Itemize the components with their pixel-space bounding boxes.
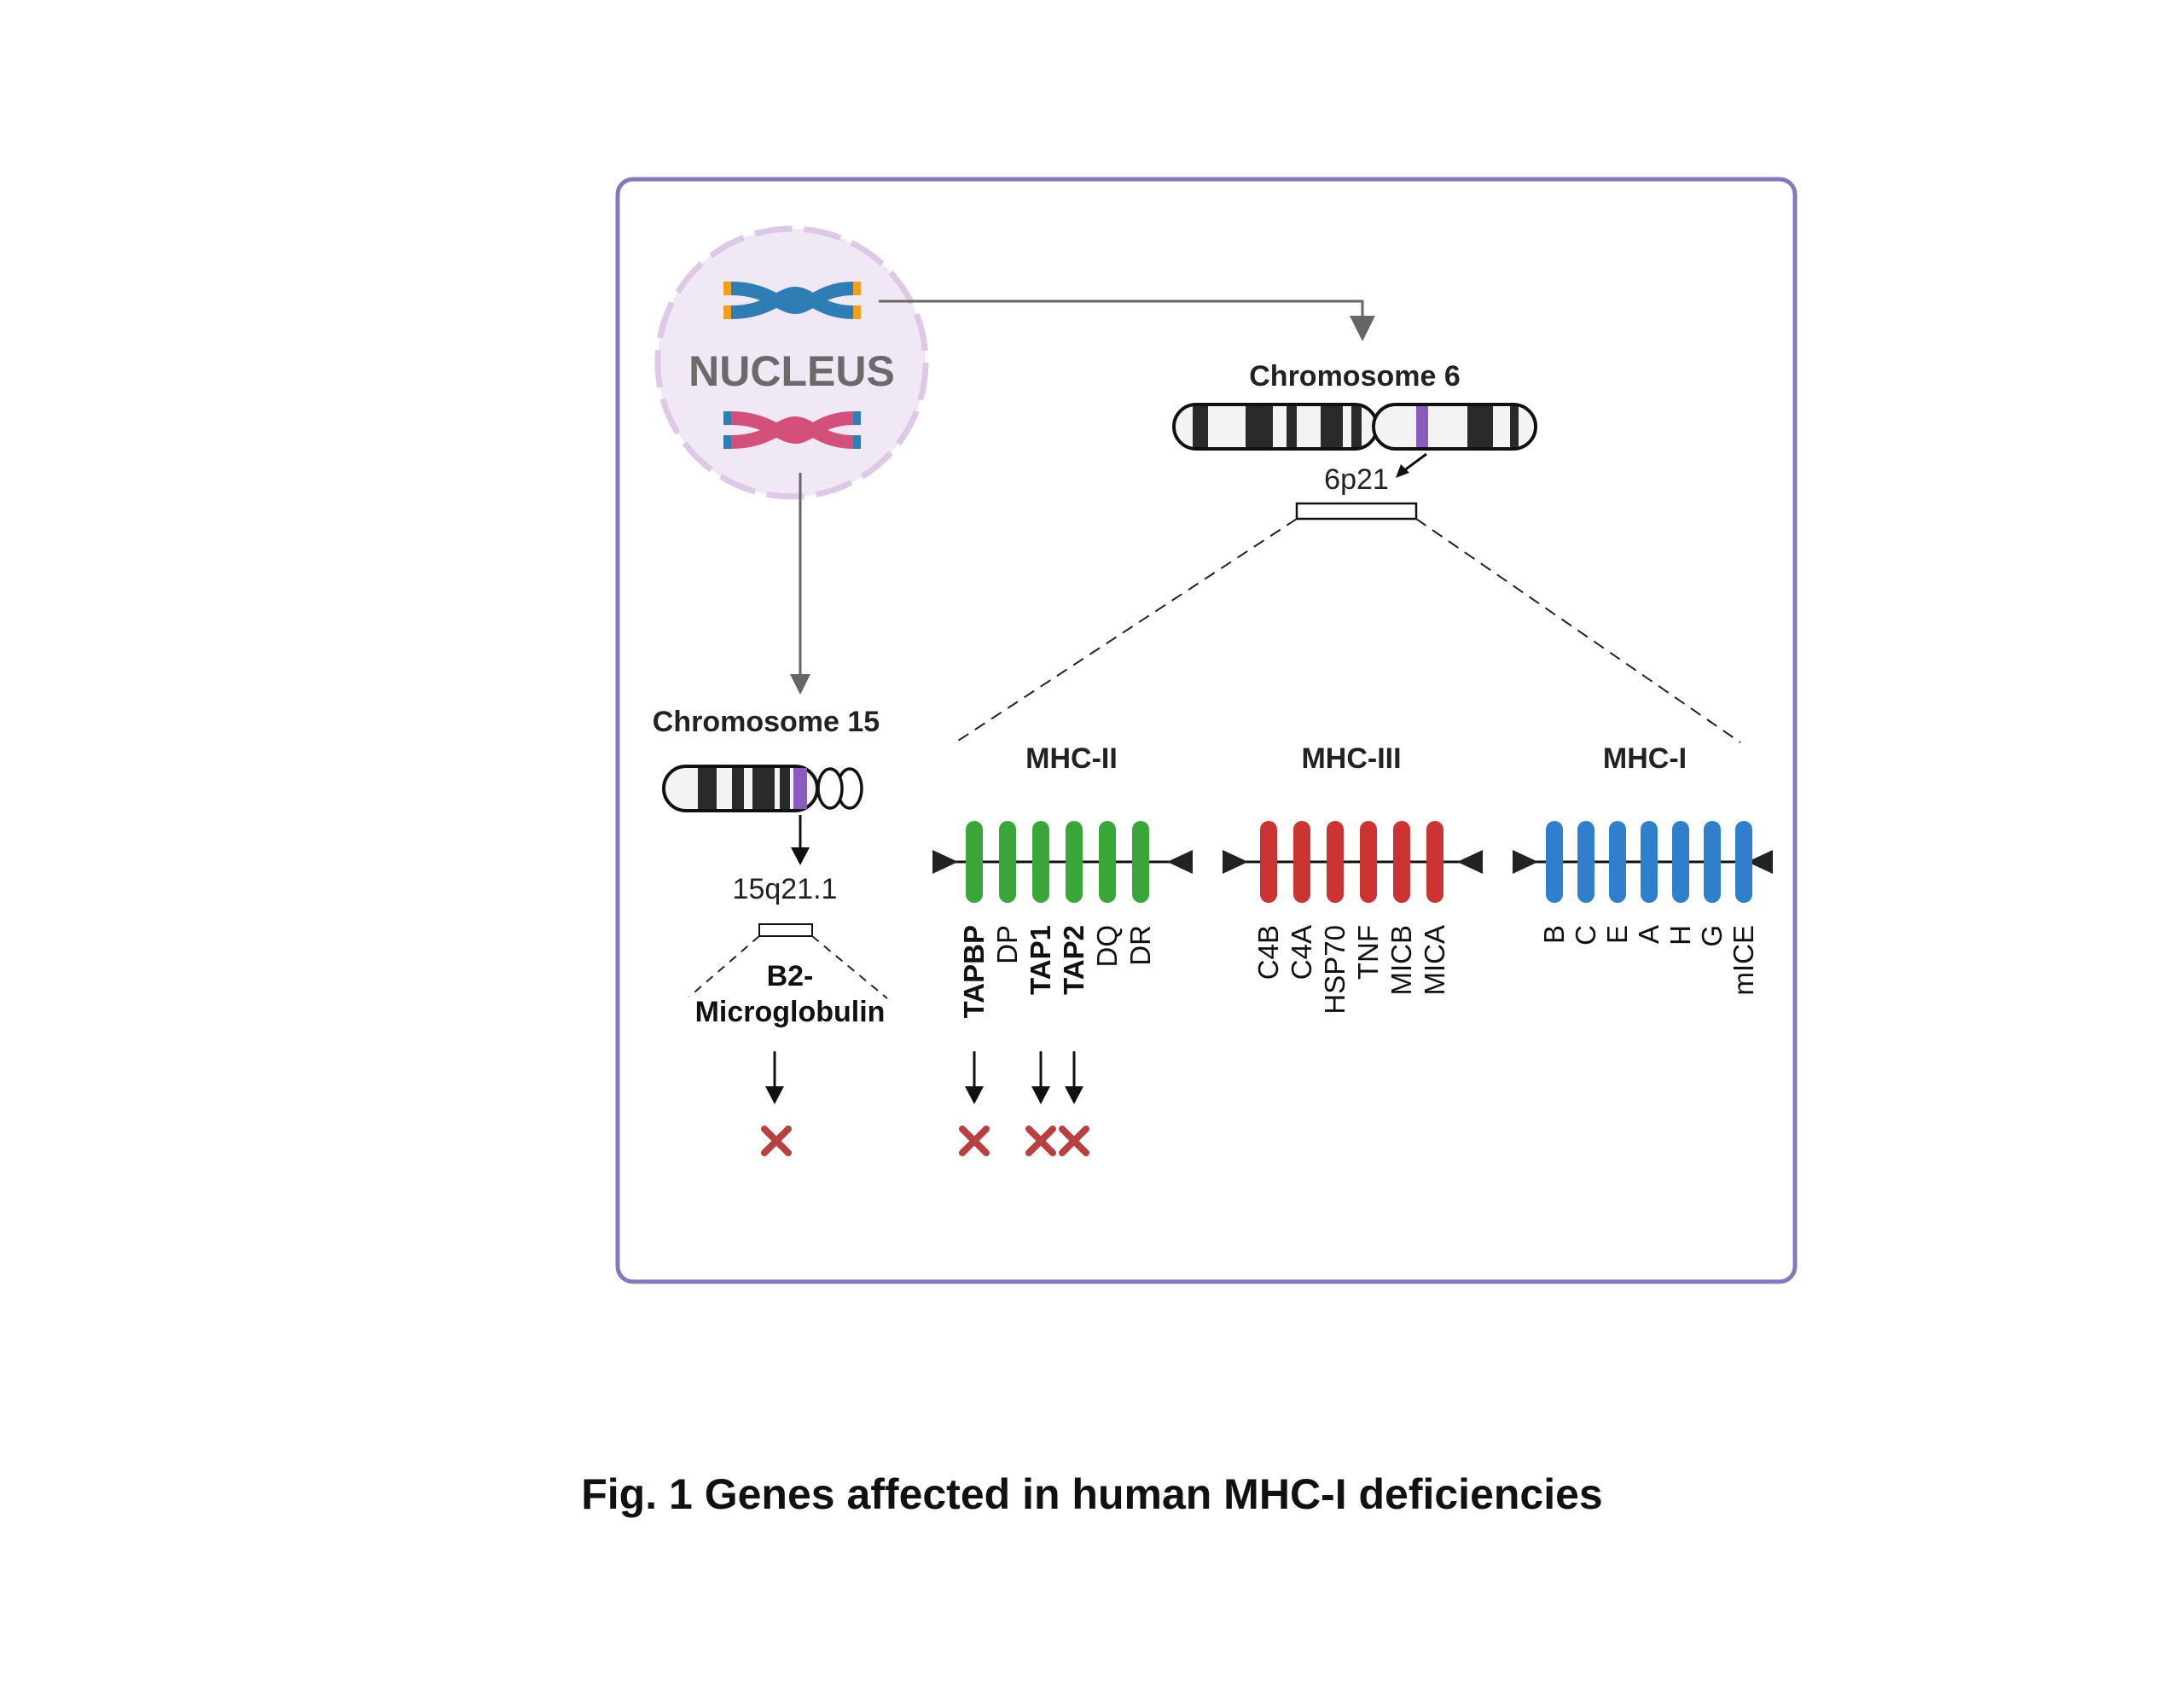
mhc1-gene-label: H (1664, 925, 1696, 946)
mhc3-gene-bar (1360, 821, 1377, 903)
mhc1-gene-bar (1609, 821, 1626, 903)
mhc1-right-arrow-icon (1747, 850, 1773, 874)
chromosome6-locus: 6p21 (1324, 463, 1389, 496)
mhc2-gene-bar (966, 821, 983, 903)
pink-chromosome-icon (723, 411, 861, 449)
mhc2-gene-bar (1132, 821, 1149, 903)
chromosome15-locus: 15q21.1 (733, 873, 838, 905)
mhc2-gene-bar (1066, 821, 1083, 903)
zoom-line-left (955, 518, 1298, 743)
zoom-line-right (1415, 518, 1741, 743)
mhc1-gene-bar (1546, 821, 1563, 903)
locus-15q-arrow-icon (791, 815, 810, 865)
diagram-frame (615, 177, 1798, 1284)
mhc3-right-arrow-icon (1457, 850, 1483, 874)
b2m-arrow-icon (765, 1051, 784, 1104)
mhc1-gene-label: G (1696, 925, 1728, 947)
mhc1-gene-bar (1704, 821, 1721, 903)
mhc2-gene-label: DP (991, 925, 1023, 964)
nucleus-label: NUCLEUS (688, 347, 895, 395)
mhc2-title: MHC-II (1025, 742, 1118, 775)
mhc2-gene-label: TAP2 (1058, 925, 1089, 995)
mhc3-gene-label: C4A (1286, 925, 1317, 980)
mhc1-gene-label: mICE (1728, 925, 1759, 996)
cross-icon (1025, 1126, 1056, 1156)
mhc1-gene-label: C (1570, 925, 1601, 946)
chromosome15-title: Chromosome 15 (653, 706, 880, 738)
b2m-label-line1: B2- (767, 960, 814, 992)
mhc1-gene-bar (1577, 821, 1594, 903)
affected-arrow-icon (1031, 1051, 1050, 1104)
mhc2-gene-bar (999, 821, 1016, 903)
mhc3-gene-label: C4B (1252, 925, 1284, 980)
mhc1-left-arrow-icon (1513, 850, 1538, 874)
nucleus: NUCLEUS (654, 225, 929, 500)
mhc2-gene-label: TAP1 (1025, 925, 1056, 995)
arrow-to-chromosome15 (790, 473, 810, 695)
mhc2-gene-label: DQ (1091, 925, 1123, 968)
mhc1-gene-label: A (1633, 925, 1664, 944)
mhc3-left-arrow-icon (1223, 850, 1248, 874)
mhc1-gene-bar (1641, 821, 1658, 903)
mhc3-title: MHC-III (1301, 742, 1401, 775)
mhc3-gene-label: MICA (1419, 925, 1450, 996)
mhc1-gene-label: B (1538, 925, 1570, 944)
affected-arrow-icon (1065, 1051, 1083, 1104)
b2m-label-line2: Microglobulin (695, 996, 886, 1028)
blue-chromosome-icon (723, 282, 861, 319)
cross-icon (1059, 1126, 1089, 1156)
b2m-cross-icon (761, 1126, 792, 1156)
chromosome6-locus-box (1295, 502, 1418, 521)
cross-icon (959, 1126, 990, 1156)
chromosome15-ideogram (662, 765, 863, 812)
mhc3-gene-label: HSP70 (1319, 925, 1350, 1015)
mhc3-gene-label: TNF (1352, 925, 1384, 980)
mhc1-gene-bar (1672, 821, 1689, 903)
affected-arrow-icon (965, 1051, 984, 1104)
chromosome6-title: Chromosome 6 (1249, 360, 1461, 393)
nucleus-circle (654, 225, 929, 500)
mhc2-gene-bar (1099, 821, 1116, 903)
mhc2-gene-label: DR (1124, 925, 1156, 966)
mhc3-gene-label: MICB (1385, 925, 1417, 996)
mhc2-right-arrow-icon (1167, 850, 1193, 874)
mhc2-gene-label: TAPBP (958, 925, 990, 1018)
locus-6p21-pointer-icon (1396, 452, 1427, 478)
mhc3-gene-bar (1327, 821, 1344, 903)
mhc1-gene-bar (1735, 821, 1752, 903)
mhc3-gene-bar (1426, 821, 1443, 903)
mhc3-gene-bar (1260, 821, 1277, 903)
b2m-zoom-line-right (811, 935, 888, 999)
chromosome15-locus-box (758, 923, 813, 937)
mhc3-gene-bar (1293, 821, 1310, 903)
b2m-zoom-line-left (688, 935, 760, 998)
figure-caption: Fig. 1 Genes affected in human MHC-I def… (581, 1470, 1603, 1518)
arrow-to-chromosome6 (879, 300, 1375, 341)
chromosome6-ideogram (1172, 403, 1537, 451)
mhc3-gene-bar (1393, 821, 1410, 903)
mhc1-gene-label: E (1601, 925, 1633, 944)
mhc1-title: MHC-I (1603, 742, 1687, 775)
mhc2-gene-bar (1032, 821, 1049, 903)
mhc2-left-arrow-icon (932, 850, 958, 874)
